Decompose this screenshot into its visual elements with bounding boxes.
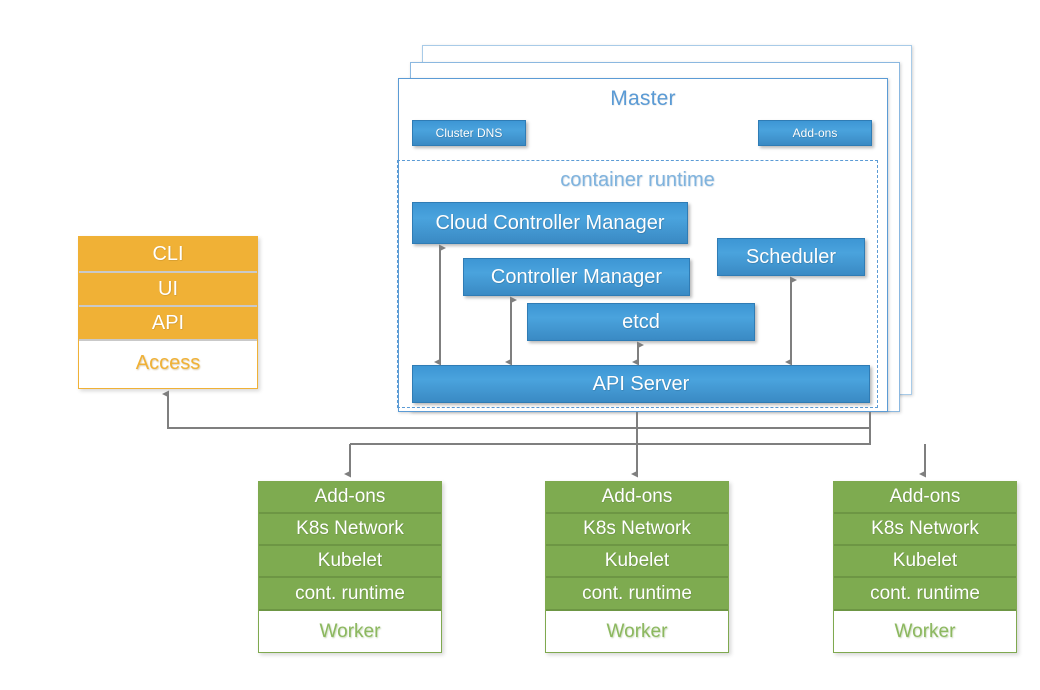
access-row-cli[interactable]: CLI [79,237,257,273]
controller-manager-label: Controller Manager [490,265,663,288]
worker-3-footer: Worker [834,611,1016,652]
master-title: Master [610,87,676,110]
worker-2-row-runtime-label: cont. runtime [582,582,692,604]
access-row-ui-label: UI [158,277,178,300]
worker-3-row-runtime-label: cont. runtime [870,582,980,604]
controller-manager-box[interactable]: Controller Manager [463,258,690,296]
worker-1-row-network-label: K8s Network [296,518,404,539]
worker-1-row-network[interactable]: K8s Network [259,514,441,546]
worker-3-row-kubelet-label: Kubelet [892,550,958,571]
worker-2-row-runtime[interactable]: cont. runtime [546,578,728,611]
worker-2-row-network[interactable]: K8s Network [546,514,728,546]
worker-3-row-network-label: K8s Network [871,518,979,539]
worker-node-3: Add-ons K8s Network Kubelet cont. runtim… [833,481,1017,653]
worker-1-row-addons-label: Add-ons [314,486,386,507]
worker-node-1: Add-ons K8s Network Kubelet cont. runtim… [258,481,442,653]
worker-2-footer-label: Worker [606,620,668,642]
worker-1-row-runtime[interactable]: cont. runtime [259,578,441,611]
access-footer: Access [79,341,257,386]
access-row-cli-label: CLI [152,242,184,265]
worker-2-row-network-label: K8s Network [583,518,691,539]
worker-1-footer-label: Worker [319,620,381,642]
worker-3-row-addons-label: Add-ons [889,486,961,507]
access-row-ui[interactable]: UI [79,273,257,307]
worker-2-row-kubelet[interactable]: Kubelet [546,546,728,578]
cloud-controller-manager-label: Cloud Controller Manager [435,211,665,234]
worker-3-row-addons[interactable]: Add-ons [834,482,1016,514]
api-server-label: API Server [592,372,690,395]
worker-1-row-kubelet-label: Kubelet [317,550,383,571]
etcd-box[interactable]: etcd [527,303,755,341]
cluster-dns-label: Cluster DNS [435,126,503,140]
master-addons-box[interactable]: Add-ons [758,120,872,146]
worker-2-row-addons-label: Add-ons [601,486,673,507]
worker-1-footer: Worker [259,611,441,652]
container-runtime-title: container runtime [560,169,715,191]
cloud-controller-manager-box[interactable]: Cloud Controller Manager [412,202,688,244]
connector-apiserver-workers [344,412,926,478]
worker-1-row-kubelet[interactable]: Kubelet [259,546,441,578]
etcd-label: etcd [622,310,660,333]
worker-2-row-addons[interactable]: Add-ons [546,482,728,514]
scheduler-box[interactable]: Scheduler [717,238,865,276]
worker-3-row-network[interactable]: K8s Network [834,514,1016,546]
api-server-box[interactable]: API Server [412,365,870,403]
scheduler-label: Scheduler [745,245,837,268]
worker-1-row-runtime-label: cont. runtime [295,582,405,604]
access-row-api[interactable]: API [79,307,257,341]
worker-3-row-kubelet[interactable]: Kubelet [834,546,1016,578]
worker-1-row-addons[interactable]: Add-ons [259,482,441,514]
access-footer-label: Access [135,352,201,374]
worker-3-footer-label: Worker [894,620,956,642]
worker-3-row-runtime[interactable]: cont. runtime [834,578,1016,611]
master-addons-label: Add-ons [792,126,838,140]
worker-2-row-kubelet-label: Kubelet [604,550,670,571]
access-row-api-label: API [151,311,185,334]
worker-node-2: Add-ons K8s Network Kubelet cont. runtim… [545,481,729,653]
access-panel: CLI UI API Access [78,236,258,389]
worker-2-footer: Worker [546,611,728,652]
cluster-dns-box[interactable]: Cluster DNS [412,120,526,146]
